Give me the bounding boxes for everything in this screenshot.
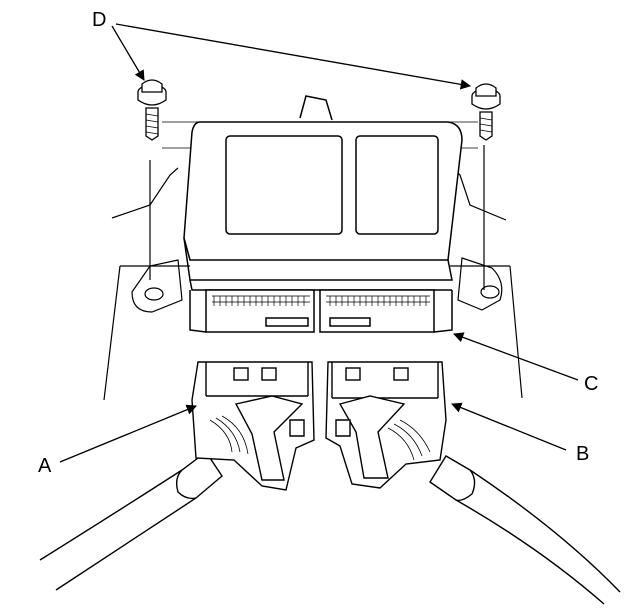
leader-lines bbox=[59, 23, 579, 463]
connector bbox=[39, 361, 315, 591]
callout-label-c: C bbox=[584, 373, 598, 395]
connector bbox=[325, 361, 621, 605]
screw-icon bbox=[471, 83, 501, 141]
control-unit bbox=[183, 95, 463, 333]
callout-label-d: D bbox=[92, 9, 106, 31]
callout-label-a: A bbox=[38, 455, 52, 477]
screw-icon bbox=[137, 79, 167, 141]
callout-label-b: B bbox=[576, 443, 589, 465]
